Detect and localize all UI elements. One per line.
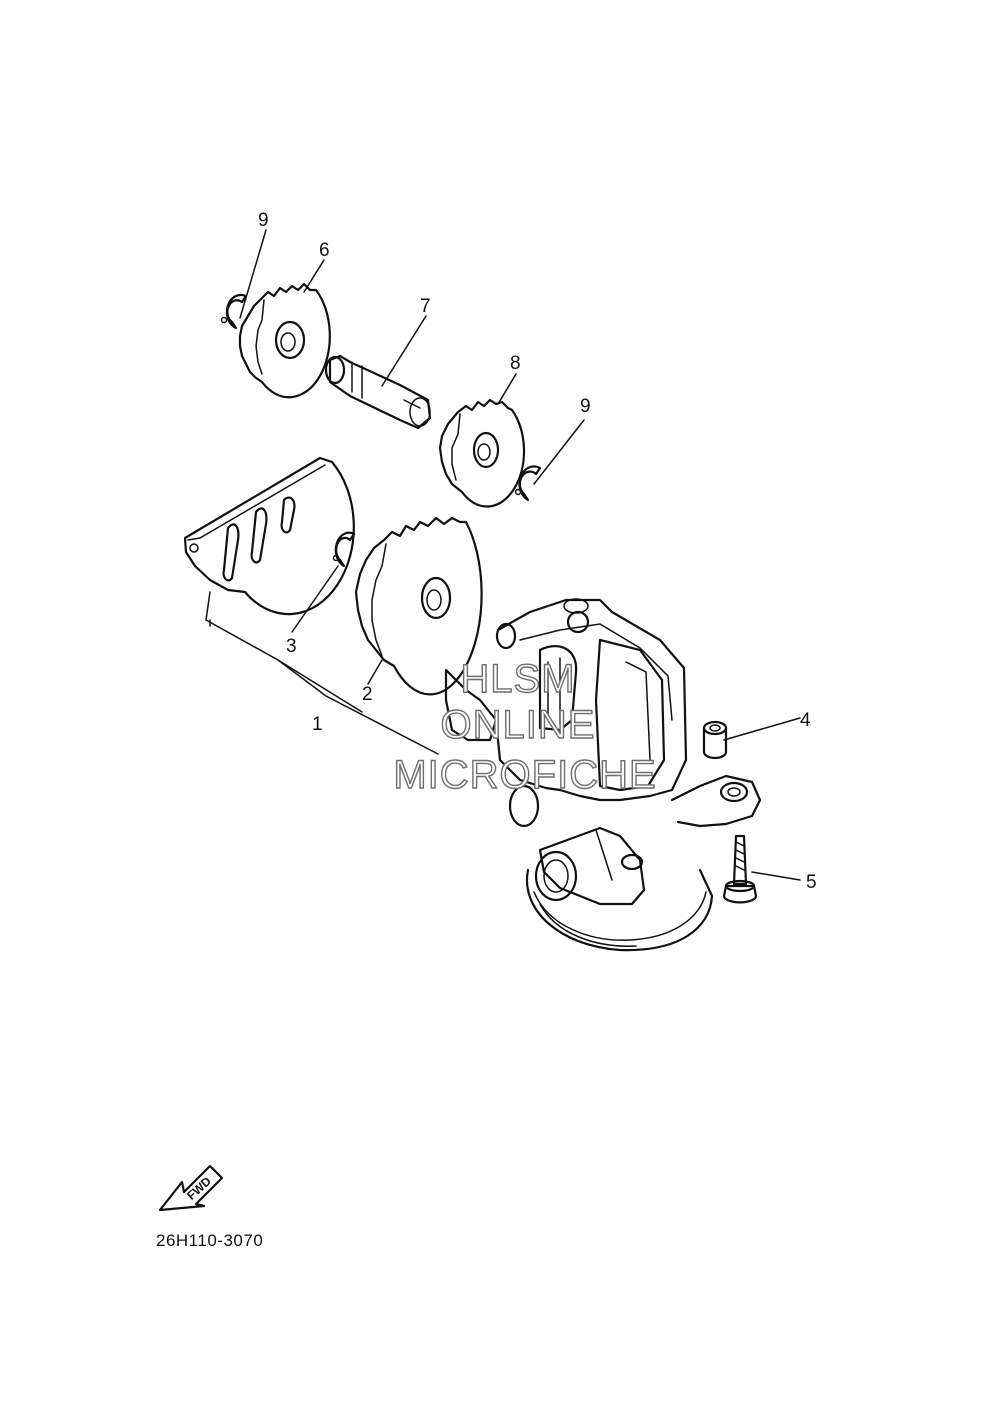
gear-cover [183,456,355,616]
fwd-label: FWD [184,1174,214,1203]
shaft-part-7 [324,354,432,430]
watermark-line-3: MICROFICHE [393,753,656,797]
watermark-line-2: ONLINE [441,703,596,747]
callout-2: 2 [362,684,373,705]
circlip-part-3 [332,531,356,568]
gear-part-8 [438,398,526,508]
oil-pump-assembly [444,598,762,952]
fwd-arrow-icon: FWD [158,1164,224,1212]
callout-1: 1 [312,714,323,735]
callout-7: 7 [420,296,431,317]
circlip-part-9-lower [514,465,542,502]
bolt-part-5 [722,834,758,904]
leader-lines [205,229,801,881]
callouts: 9 6 7 8 9 3 2 1 4 5 [258,210,817,893]
diagram-code: 26H110-3070 [156,1231,263,1250]
callout-3: 3 [286,636,297,657]
callout-5: 5 [806,872,817,893]
callout-4: 4 [800,710,811,731]
callout-9-lower: 9 [580,396,591,417]
callout-9-upper: 9 [258,210,269,231]
dowel-pin-part-4 [702,720,728,760]
gear-part-2 [354,516,483,696]
watermark-line-1: HLSM [460,657,575,701]
callout-8: 8 [510,353,521,374]
gear-part-6 [238,282,331,399]
callout-6: 6 [319,240,330,261]
watermark: HLSM ONLINE MICROFICHE [393,656,657,797]
